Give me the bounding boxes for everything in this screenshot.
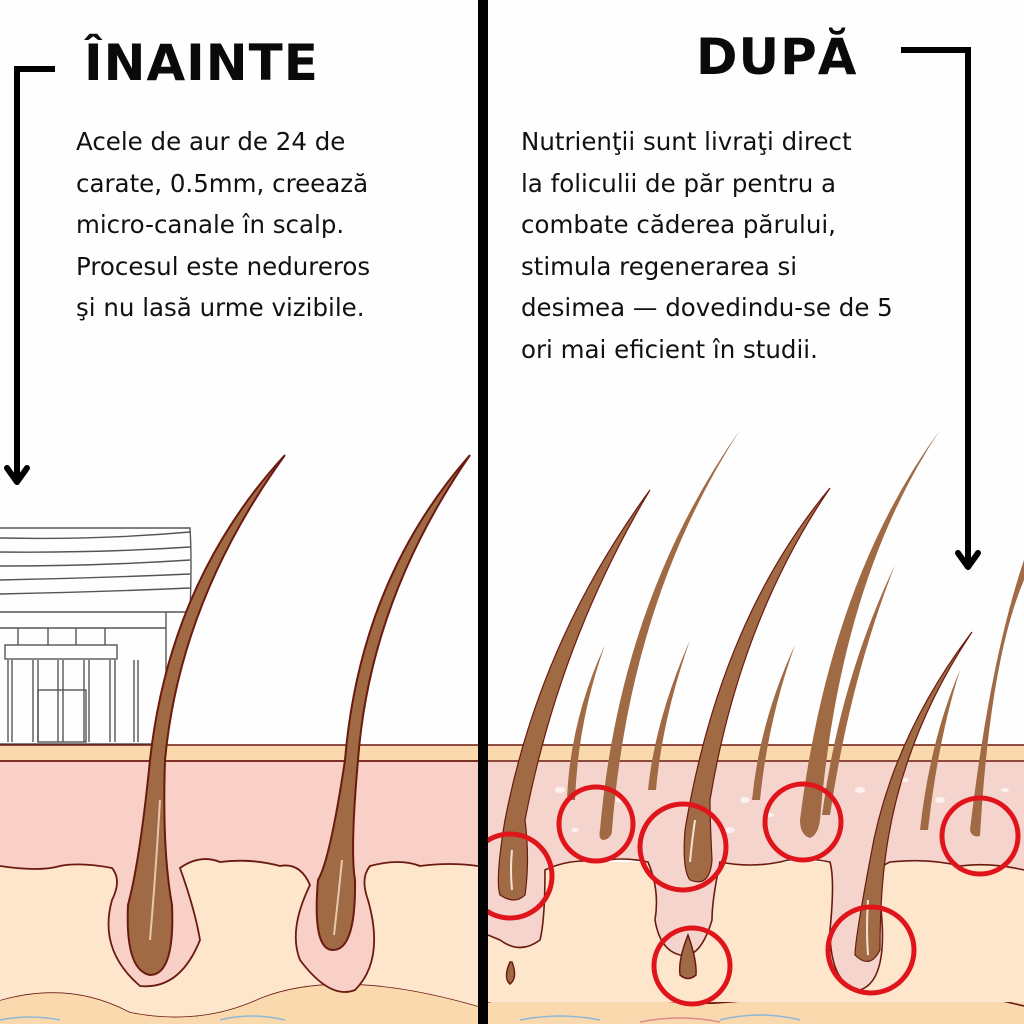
highlight-circles [488,781,1021,1007]
hair-follicle [126,454,286,977]
after-illustration [488,47,1024,1024]
after-description-line: stimula regenerarea si [521,251,798,281]
microneedle-device-icon [0,527,192,745]
down-arrow-icon [901,47,981,570]
highlight-circle-icon [556,784,636,864]
after-description-line: la foliculii de păr pentru a [521,168,837,198]
before-description: Acele de aur de 24 de carate, 0.5mm, cre… [76,121,456,329]
before-illustration [0,66,478,1024]
hair-follicle [315,454,471,952]
panel-divider [478,0,488,1024]
before-description-line: Acele de aur de 24 de [76,127,346,156]
highlight-circle-icon [651,925,733,1007]
after-description: Nutrienţii sunt livraţi direct la folicu… [521,121,1001,370]
after-description-line: combate căderea părului, [521,210,836,239]
highlight-circle-icon [637,801,729,893]
highlight-circle-icon [762,781,844,863]
before-description-line: micro-canale în scalp. [76,210,345,239]
down-arrow-icon [4,66,55,485]
before-panel: ÎNAINTE Acele de aur de 24 de carate, 0.… [0,0,478,1024]
after-title: DUPĂ [696,28,858,86]
before-description-line: şi nu lasă urme vizibile. [76,293,365,322]
highlight-circle-icon [939,795,1021,877]
after-description-line: desimea — dovedindu-se de 5 [521,293,893,322]
before-description-line: carate, 0.5mm, creează [76,168,369,198]
highlight-circle-icon [825,904,917,996]
after-description-line: Nutrienţii sunt livraţi direct [521,127,852,156]
before-description-line: Procesul este nedureros [76,251,371,281]
before-title: ÎNAINTE [84,34,319,92]
highlight-circle-icon [488,831,555,921]
after-description-line: ori mai eficient în studii. [521,334,818,364]
after-panel: DUPĂ Nutrienţii sunt livraţi direct la f… [488,0,1024,1024]
